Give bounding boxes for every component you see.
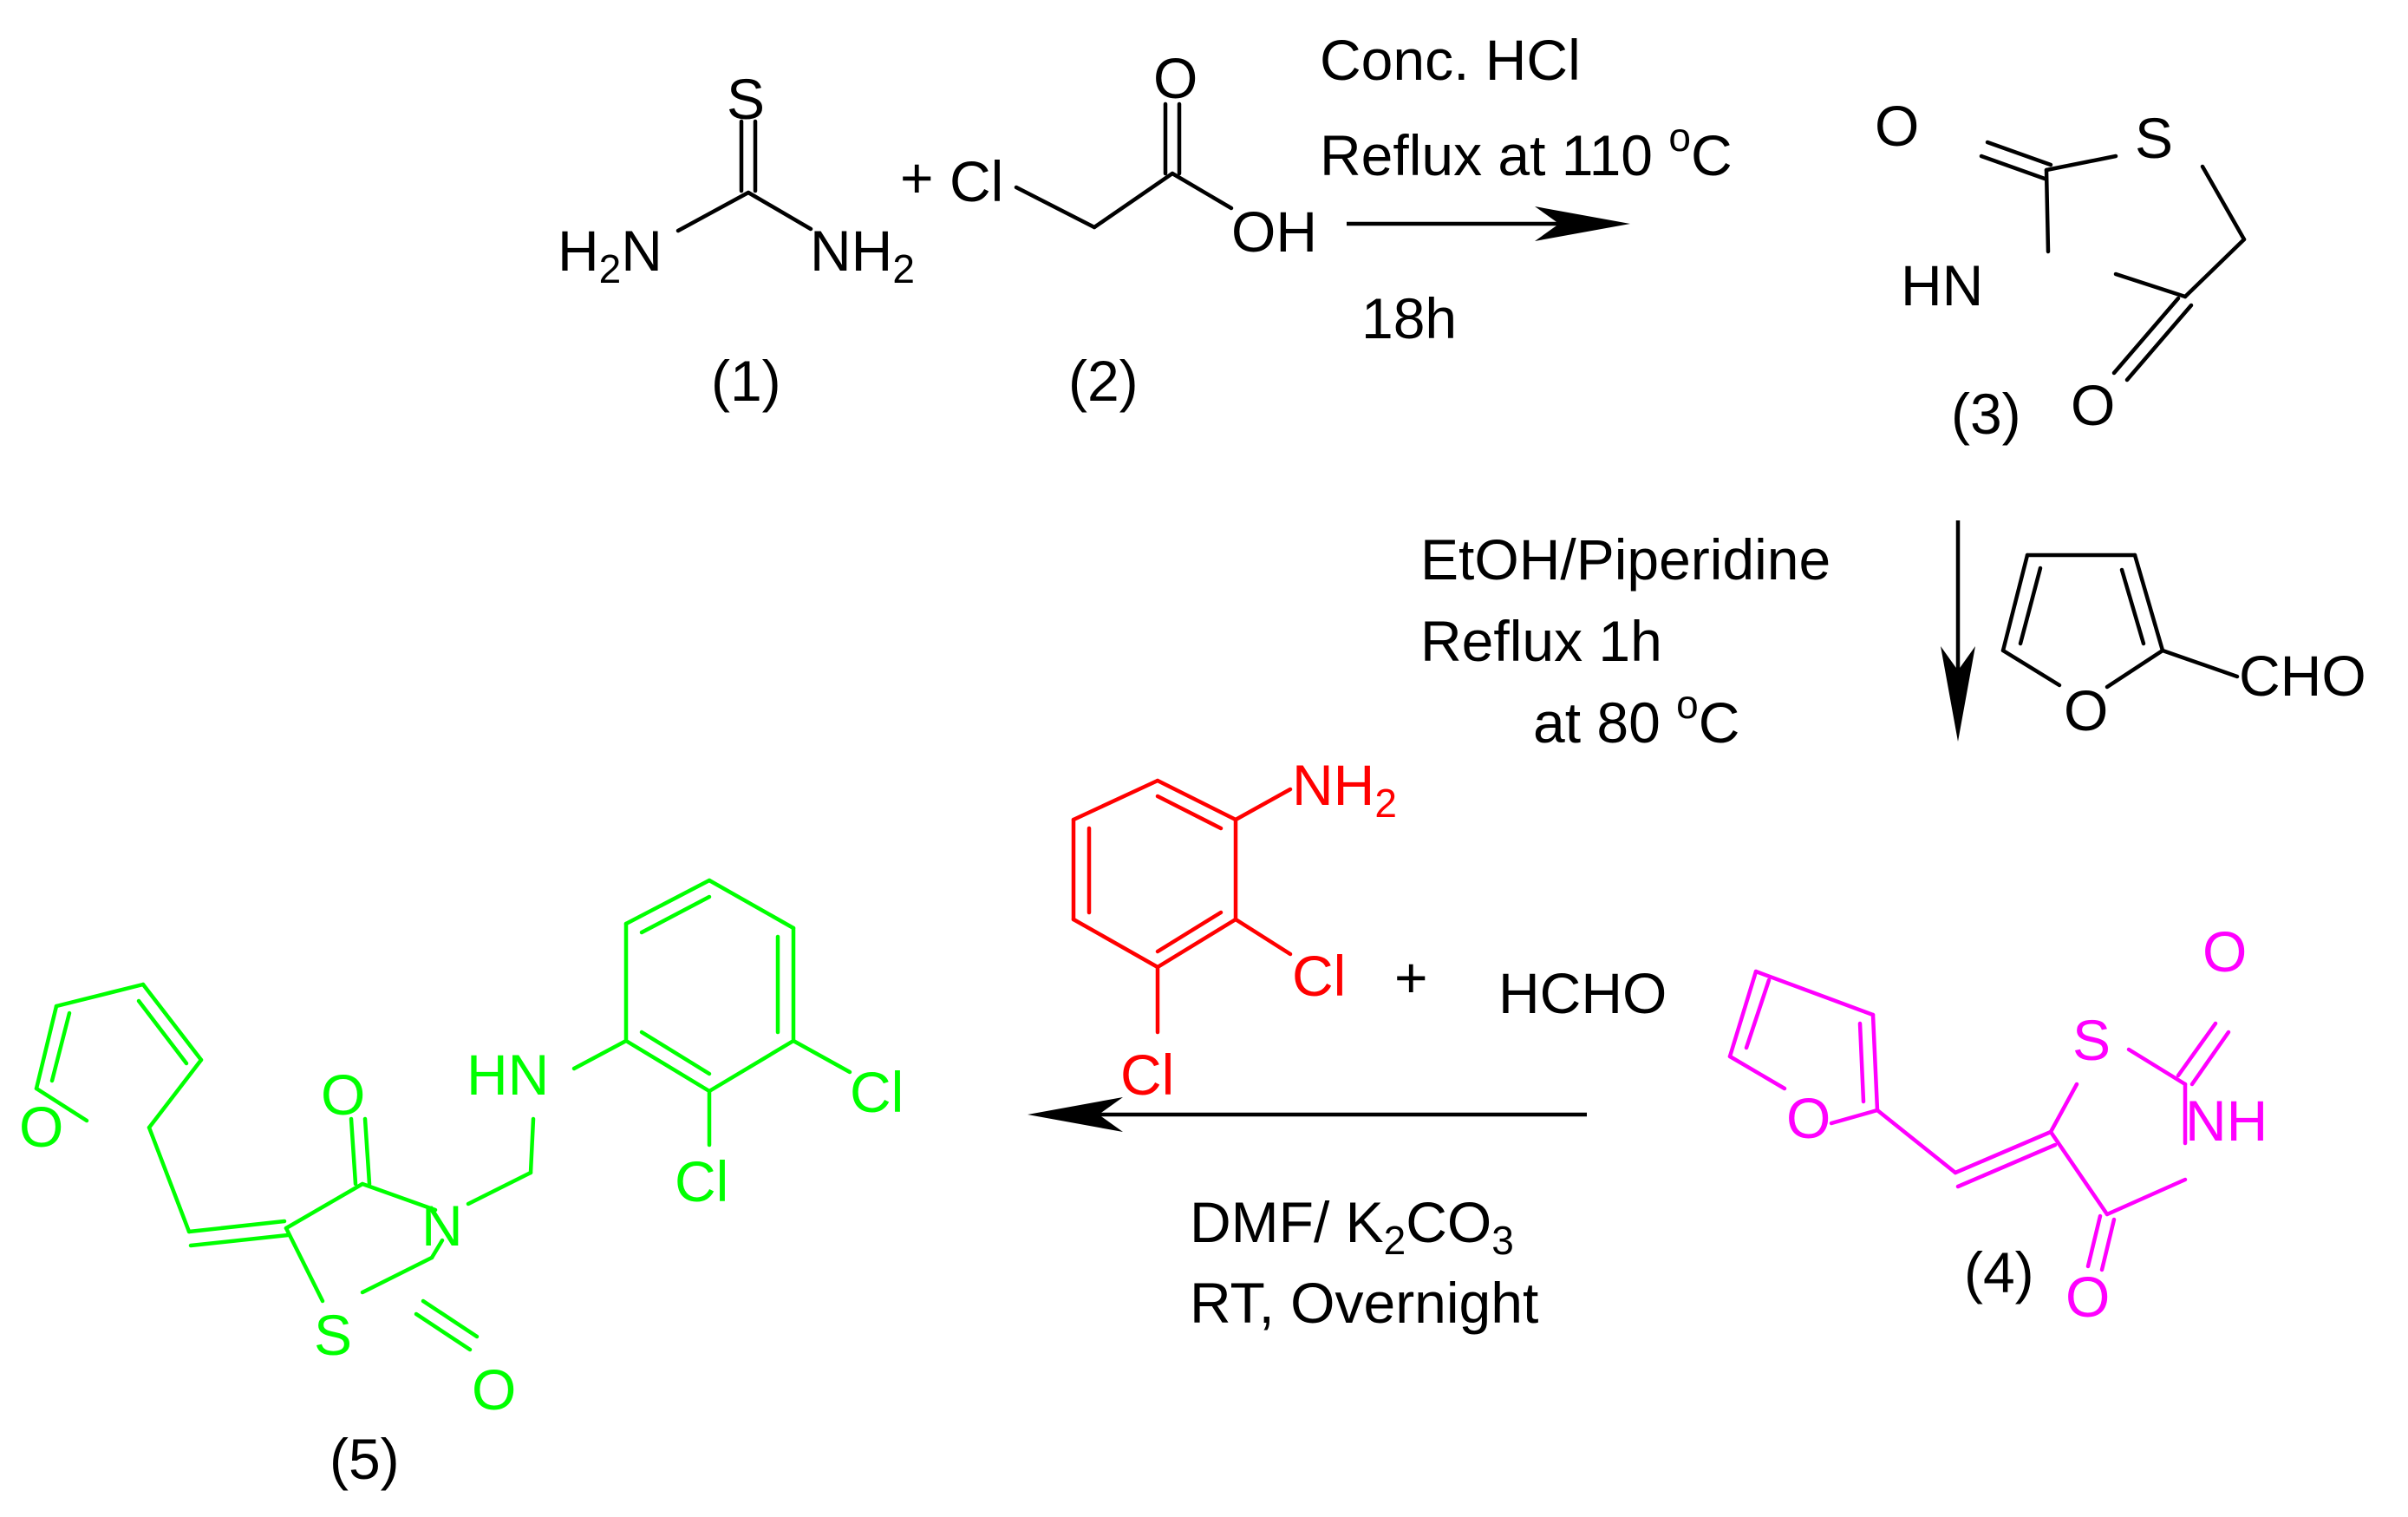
furfural: O CHO bbox=[2000, 553, 2366, 742]
c5-nh-label: HN bbox=[467, 1043, 549, 1107]
compound-2-label: (2) bbox=[1068, 349, 1139, 413]
step-2-conditions: EtOH/Piperidine Reflux 1h at 80 oC bbox=[1420, 527, 1830, 755]
c1-amine-left: H2N bbox=[558, 219, 662, 291]
c5-chlorine-2: Cl bbox=[675, 1149, 728, 1213]
step3-reagent: DMF/ K2CO3 bbox=[1190, 1190, 1514, 1263]
plus-sign-2: + bbox=[1394, 945, 1428, 1010]
compound-3-label: (3) bbox=[1951, 382, 2021, 446]
step2-time: Reflux 1h bbox=[1420, 609, 1662, 673]
compound-2-chloroacetic-acid: + Cl O OH (2) bbox=[900, 46, 1317, 413]
step-2-arrow bbox=[1941, 520, 1975, 742]
dichloroaniline-reagent: NH2 Cl Cl bbox=[1071, 753, 1397, 1107]
c3-sulfur-label: S bbox=[2135, 106, 2173, 170]
aniline-chlorine-2: Cl bbox=[1292, 944, 1346, 1008]
c4-oxygen-top: O bbox=[2202, 919, 2247, 984]
c4-sulfur-label: S bbox=[2072, 1008, 2111, 1072]
compound-1-thiourea: S H2N NH2 (1) bbox=[558, 67, 915, 413]
aniline-amine: NH2 bbox=[1292, 753, 1397, 826]
c3-nh-label: HN bbox=[1901, 253, 1983, 317]
c2-hydroxyl-label: OH bbox=[1231, 199, 1317, 264]
c2-oxygen-label: O bbox=[1153, 46, 1197, 110]
compound-5-product: O O N S O HN Cl Cl (5) bbox=[19, 878, 904, 1491]
step2-temperature: at 80 oC bbox=[1533, 682, 1739, 755]
step-3-conditions: DMF/ K2CO3 RT, Overnight bbox=[1190, 1190, 1538, 1335]
step-1-arrow bbox=[1347, 206, 1630, 241]
step1-time: 18h bbox=[1361, 286, 1457, 350]
step1-reagent: Conc. HCl bbox=[1320, 28, 1581, 92]
step3-time: RT, Overnight bbox=[1190, 1271, 1538, 1335]
plus-sign-1: + bbox=[900, 146, 934, 210]
furfural-aldehyde: CHO bbox=[2239, 644, 2366, 708]
step1-temperature: Reflux at 110 oC bbox=[1320, 114, 1733, 187]
compound-4-furfurylidene-tzd: O S O NH O (4) bbox=[1727, 919, 2268, 1329]
c5-oxygen-bottom: O bbox=[472, 1357, 516, 1422]
step2-reagent: EtOH/Piperidine bbox=[1420, 527, 1830, 592]
c5-oxygen-top: O bbox=[321, 1063, 365, 1127]
step-3-arrow bbox=[1028, 1097, 1587, 1132]
c4-furan-oxygen: O bbox=[1786, 1086, 1830, 1150]
compound-5-label: (5) bbox=[330, 1427, 400, 1491]
c1-sulfur-label: S bbox=[727, 67, 765, 131]
c4-oxygen-bottom: O bbox=[2065, 1265, 2110, 1329]
c3-oxygen-top: O bbox=[1875, 94, 1919, 158]
compound-4-label: (4) bbox=[1964, 1240, 2034, 1304]
furfural-oxygen: O bbox=[2064, 678, 2108, 742]
formaldehyde-reagent: HCHO bbox=[1498, 961, 1667, 1025]
c5-chlorine-3: Cl bbox=[850, 1060, 904, 1124]
aniline-chlorine-3: Cl bbox=[1120, 1043, 1174, 1107]
compound-3-thiazolidinedione: O S HN O (3) bbox=[1875, 94, 2247, 446]
c5-furan-oxygen: O bbox=[19, 1095, 63, 1159]
compound-1-label: (1) bbox=[711, 349, 781, 413]
c5-sulfur-label: S bbox=[314, 1303, 352, 1367]
c2-chlorine-label: Cl bbox=[949, 149, 1003, 213]
c5-nitrogen: N bbox=[421, 1193, 463, 1258]
step-1-conditions: Conc. HCl Reflux at 110 oC 18h bbox=[1320, 28, 1733, 350]
c1-amine-right: NH2 bbox=[810, 219, 915, 291]
c3-oxygen-bottom: O bbox=[2071, 373, 2115, 437]
c4-nh-label: NH bbox=[2185, 1089, 2268, 1153]
